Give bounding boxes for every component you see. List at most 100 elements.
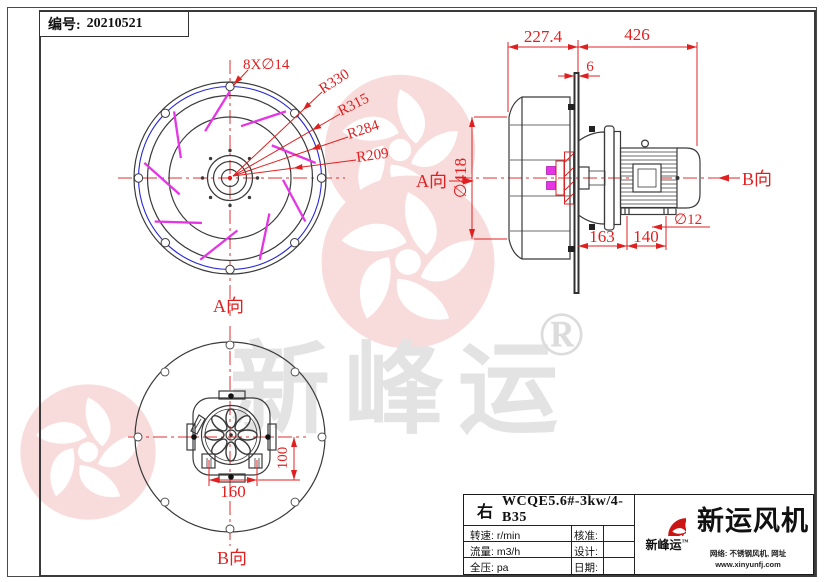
company-logo-icon — [648, 498, 686, 536]
fan-cover-slot — [237, 429, 258, 441]
bolt-hole — [290, 108, 300, 118]
terminal-box — [632, 163, 662, 193]
company-info-line1: 网络: 不锈钢风机, 网址 — [709, 549, 787, 558]
model-number: WCQE5.6#-3kw/4-B35 — [502, 494, 624, 525]
radius-label-r284: R284 — [345, 117, 381, 142]
spec-row-pressure: 全压: pa 日期: — [464, 558, 634, 574]
hub-center-point — [227, 175, 233, 181]
bottom-view: 160 100 B向 — [128, 326, 327, 568]
impeller-blade — [204, 90, 231, 132]
bolt-hole — [225, 264, 235, 275]
sign-field-approve: 核准: — [574, 530, 598, 542]
bearing-seal — [546, 166, 556, 175]
impeller-blade — [199, 229, 239, 261]
spec-row-flow: 流量: m3/h 设计: — [464, 542, 634, 558]
rim-hole — [133, 432, 143, 442]
fan-cover-slot — [234, 438, 251, 455]
hub-bolt-mark — [200, 176, 205, 180]
brand-watermark-text: 新峰运 — [230, 334, 572, 446]
rim-hole — [225, 524, 235, 534]
bracket-bolt — [589, 224, 595, 230]
brand-area: 新峰运™ 新运风机 网络: 不锈钢风机, 网址 www.xinyunfj.com — [634, 495, 813, 574]
impeller-blade — [258, 213, 271, 260]
hub-bolt-mark — [208, 156, 213, 161]
impeller-blade — [154, 220, 202, 225]
impeller-profile — [508, 96, 571, 260]
orientation-label: 右 — [477, 504, 494, 521]
leader-r315 — [232, 113, 341, 177]
front-view: 8X∅14 R330 R315 R284 R209 A向 — [118, 57, 390, 316]
inlet-circle — [168, 116, 292, 240]
radius-label-r315: R315 — [336, 91, 372, 120]
impeller-blade — [271, 144, 317, 164]
front-view-direction-label: A向 — [213, 296, 244, 316]
hub-mid — [212, 160, 248, 196]
spec-value: pa — [496, 562, 509, 574]
fan-cover-slots — [204, 408, 258, 462]
plate-bolt — [568, 104, 575, 110]
spec-label: 全压: — [470, 562, 494, 574]
bottom-view-direction-label: B向 — [217, 548, 247, 568]
serial-value: 20210521 — [86, 16, 143, 31]
company-info: 网络: 不锈钢风机, 网址 www.xinyunfj.com — [686, 549, 810, 571]
hub-bolt-mark — [228, 203, 232, 208]
dim-impeller-depth: 227.4 — [524, 27, 563, 46]
dim-foot-hole: ∅12 — [674, 212, 702, 228]
radius-label-r330: R330 — [316, 66, 352, 97]
company-website: www.xinyunfj.com — [715, 559, 781, 569]
sign-field-date: 日期: — [574, 562, 598, 574]
model-row: 右 WCQE5.6#-3kw/4-B35 — [464, 494, 634, 525]
motor-foot — [248, 453, 263, 469]
hub-bolt-mark — [255, 176, 260, 180]
lifting-eye — [640, 139, 649, 148]
motor-feet — [620, 207, 677, 216]
spec-row-speed: 转速: r/min 核准: — [464, 526, 634, 542]
company-name: 新运风机 — [697, 506, 809, 536]
hub-inner — [220, 168, 240, 188]
fan-cover — [200, 404, 262, 466]
view-b-arrowhead — [718, 174, 729, 182]
impeller-blade — [281, 179, 307, 223]
dim-163: 163 — [589, 227, 615, 246]
spec-label: 流量: — [470, 546, 494, 558]
serial-number-box: 编号: 20210521 — [39, 11, 189, 37]
spec-label: 转速: — [470, 530, 494, 542]
casing-bolt — [191, 434, 197, 440]
bearing-seal — [546, 181, 556, 190]
title-block: 右 WCQE5.6#-3kw/4-B35 转速: r/min 核准: 流量: m… — [463, 494, 814, 575]
terminal-box-cover — [637, 168, 657, 188]
radius-label-r209: R209 — [355, 146, 389, 166]
fan-cover-slot — [225, 441, 237, 462]
impeller-blade — [172, 111, 182, 159]
fan-cover-slot — [211, 438, 228, 455]
rim-hole — [290, 367, 300, 377]
rim-hole — [160, 497, 170, 507]
spec-value: r/min — [496, 530, 521, 542]
plate-bolt — [568, 246, 575, 252]
impeller-blade — [240, 110, 287, 128]
side-view: 227.4 426 6 ∅418 A向 B向 163 140 — [416, 25, 772, 294]
rim-hole — [225, 340, 235, 350]
fan-cover-center — [225, 429, 237, 441]
dim-foot-width: 160 — [220, 482, 246, 501]
casing-bolt — [265, 434, 271, 440]
view-b-direction-label: B向 — [742, 169, 772, 189]
dim-total-length: 426 — [624, 25, 650, 44]
shroud-circle — [146, 94, 314, 262]
view-a-direction-label: A向 — [416, 171, 447, 191]
rim-hole — [160, 367, 170, 377]
fan-cover-slot — [234, 415, 251, 432]
spec-value: m3/h — [496, 546, 521, 558]
motor-end-cap — [677, 147, 701, 209]
bolt-hole — [160, 238, 170, 248]
sheet-inner-frame — [39, 10, 816, 577]
bolt-hole — [225, 81, 235, 92]
fan-cover-slot — [211, 415, 228, 432]
bolt-hole — [316, 173, 327, 183]
hub-bolt-mark — [247, 195, 252, 200]
brand-logo-text: 新峰运™ — [645, 538, 689, 552]
casing-bolt — [228, 393, 234, 399]
impeller-blades — [143, 90, 317, 261]
